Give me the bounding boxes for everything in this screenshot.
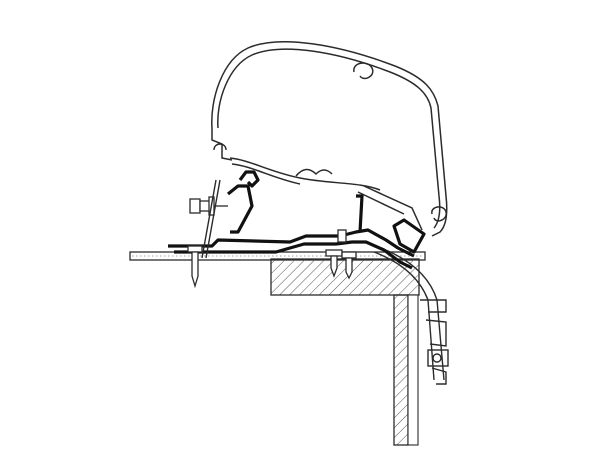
hatched-frame-block	[270, 258, 420, 296]
wall-panel	[393, 294, 419, 446]
awning-housing-profile	[211, 40, 448, 237]
fixing-bolts	[187, 179, 357, 289]
